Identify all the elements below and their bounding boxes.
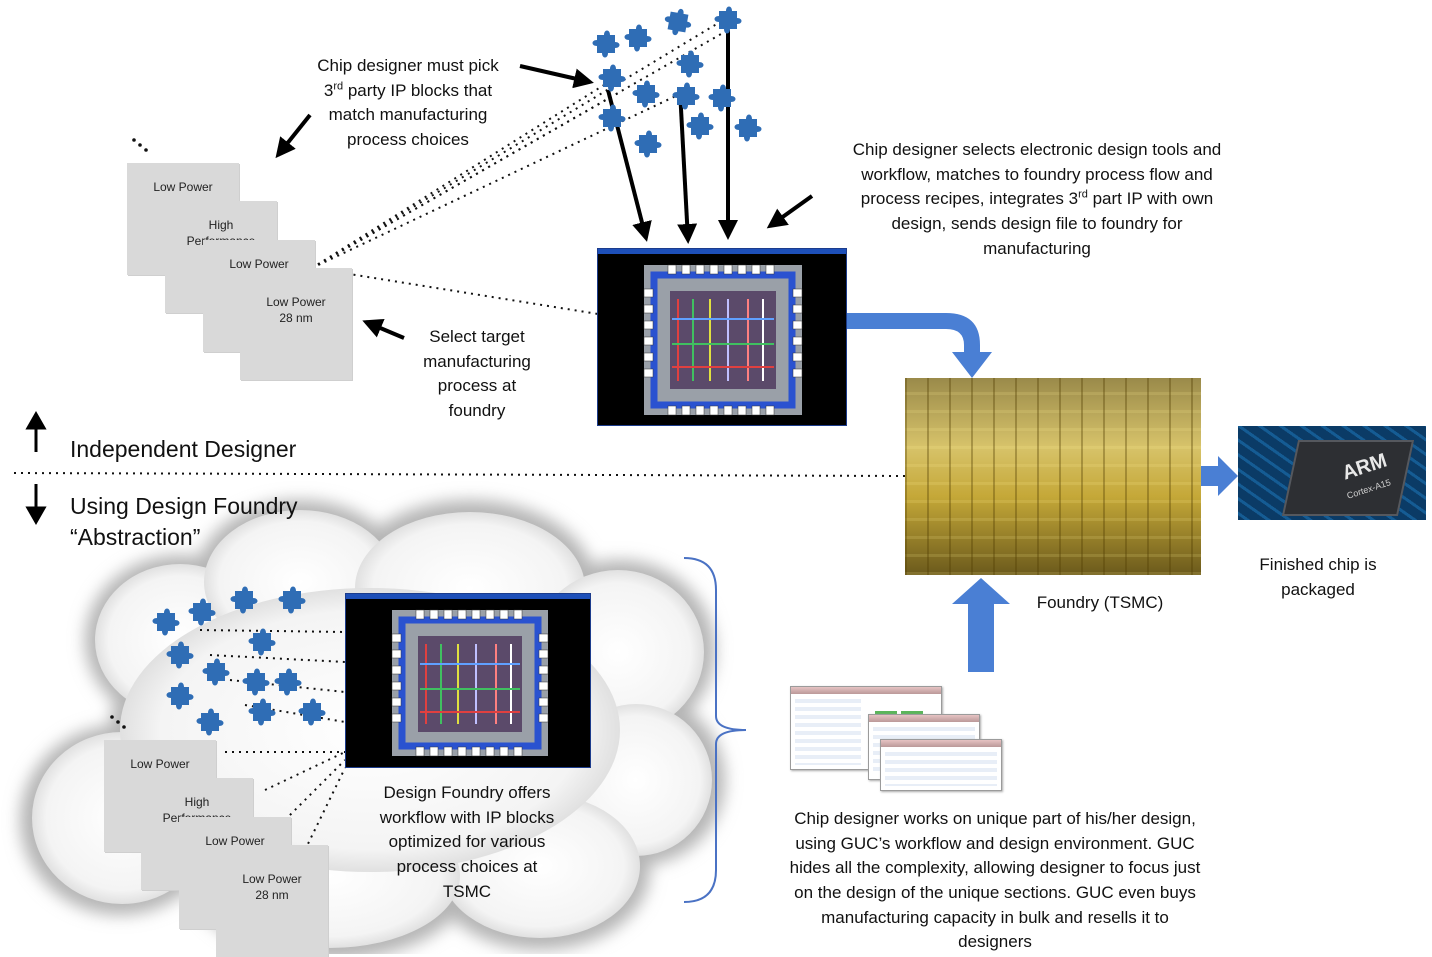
process-card-4: Low Power 28 nm [240,268,352,380]
finished-chip-caption: Finished chip is packaged [1238,553,1398,602]
divider-line [13,472,906,477]
caption-line: manufacturing [423,351,531,371]
card-label: Low Power [266,295,326,309]
card-label: High [184,795,210,809]
caption-line: optimized for various [388,832,546,852]
card-label: Low Power [229,257,289,271]
caption-line: on the design of the unique sections. GU… [794,882,1196,902]
chip-layout-image-bottom [345,593,591,768]
label-line: “Abstraction” [70,523,201,550]
card-sublabel: 28 nm [255,888,289,903]
using-design-foundry-label: Using Design Foundry “Abstraction” [70,491,298,552]
card-label: Low Power [242,872,302,886]
card-label: High [208,218,234,232]
caption-part: process recipes, integrates 3 [860,189,1079,209]
caption-line: using GUC’s workflow and design environm… [795,833,1195,853]
caption-line: design, sends design file to foundry for [891,213,1183,233]
caption-line: Chip designer selects electronic design … [852,140,1222,159]
dotted-connectors-top [311,21,729,315]
caption-sup: rd [333,79,344,92]
caption-line: hides all the complexity, allowing desig… [789,858,1201,878]
chip-layout-image [597,248,847,426]
select-target-caption: Select target manufacturing process at f… [402,325,552,424]
card-label: Low Power [153,180,213,194]
caption-line: manufacturing [983,238,1091,258]
card-label: Low Power [205,834,265,848]
guc-description-caption: Chip designer works on unique part of hi… [750,807,1240,955]
caption-line: Design Foundry offers [383,783,551,802]
ellipsis-marks [110,138,148,729]
process-card-bottom-4: Low Power 28 nm [216,845,328,957]
foundry-tsmc-label: Foundry (TSMC) [1036,593,1164,612]
caption-line: match manufacturing [328,105,488,125]
caption-line: packaged [1281,579,1355,599]
caption-line: Finished chip is [1259,555,1377,574]
caption-line: designers [958,932,1032,952]
caption-line: process recipes, integrates 3rd part IP … [812,187,1262,212]
caption-line: foundry [448,400,506,420]
caption-line: workflow, matches to foundry process flo… [861,164,1213,184]
caption-line: manufacturing capacity in bulk and resel… [821,907,1169,927]
caption-rest: party IP blocks that [343,80,493,100]
caption-line: process choices [347,129,469,149]
arm-chip-image: ARM Cortex-A15 [1238,426,1426,520]
workflow-screenshot-3 [880,739,1002,791]
design-foundry-caption: Design Foundry offers workflow with IP b… [356,781,578,904]
select-tools-caption: Chip designer selects electronic design … [812,138,1262,261]
caption-line: 3rd party IP blocks that [288,79,528,104]
direction-arrows [25,410,47,526]
pick-ip-caption: Chip designer must pick 3rd party IP blo… [288,54,528,153]
caption-line: Chip designer works on unique part of hi… [794,809,1196,828]
card-label: Low Power [130,757,190,771]
caption-line: process at [437,376,517,396]
curly-bracket [683,557,747,903]
flow-arrows [846,313,1238,672]
label-line: Using Design Foundry [70,493,298,519]
foundry-cleanroom-image [905,378,1201,575]
caption-sup: rd [1078,188,1088,201]
caption-line: process choices at [396,856,538,876]
caption-line: Select target [429,327,525,346]
caption-line: workflow with IP blocks [379,807,555,827]
caption-line: Chip designer must pick [317,56,499,75]
caption-part: part IP with own [1087,189,1214,209]
independent-designer-label: Independent Designer [70,436,297,462]
caption-num: 3 [323,80,334,100]
caption-line: TSMC [442,881,492,901]
card-sublabel: 28 nm [279,311,313,326]
